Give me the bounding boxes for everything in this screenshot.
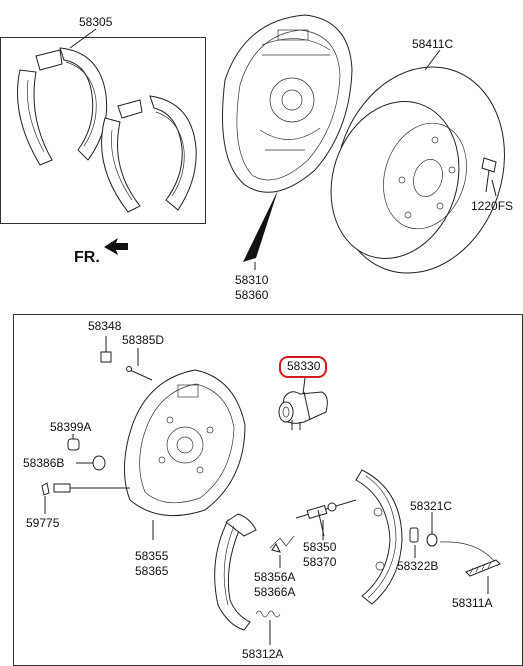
shoe-right [355,469,403,605]
part-label[interactable]: 58310 [235,273,269,287]
part-label[interactable]: 58366A [254,585,296,599]
part-label[interactable]: 58360 [235,288,269,302]
part-label[interactable]: 58322B [397,559,439,573]
shoe-pair-right [101,95,197,213]
part-label[interactable]: 58305 [79,15,113,29]
shoe-pair-left [17,47,108,166]
part-label[interactable]: 58350 [303,540,337,554]
backing-assembly-top [222,14,353,193]
retainer [409,527,438,547]
part-label[interactable]: 58370 [303,555,337,569]
shoe-kit-frame [0,37,206,224]
part-label[interactable]: 58311A [452,596,493,610]
part-label[interactable]: 59775 [26,516,60,530]
part-label[interactable]: 58365 [135,564,169,578]
part-label[interactable]: 58312A [242,647,284,661]
cap-58399A [67,438,80,451]
pin-58385D [126,366,153,381]
part-label[interactable]: 58411C [412,37,454,51]
part-label[interactable]: 58385D [122,333,165,347]
highlight-ring [279,356,327,378]
shoe-left [214,513,257,631]
direction-label: FR. [74,249,100,266]
part-label[interactable]: 58355 [135,549,169,563]
wheel-cylinder [278,391,328,430]
bushing-58386B [92,455,106,471]
adjuster [295,499,357,537]
bolt-58348 [100,344,112,363]
brake-drum [330,66,505,274]
plug-59775 [41,482,120,496]
backing-plate [124,369,246,517]
spring-kit [269,535,295,553]
part-label[interactable]: 58399A [50,420,92,434]
hub-bolt [481,157,497,193]
part-label[interactable]: 58321C [410,499,453,513]
spring-58312A [255,610,281,618]
part-label[interactable]: 58348 [88,319,122,333]
cable [439,541,501,577]
part-label[interactable]: 58386B [23,456,65,470]
pointer-wedge [243,190,278,262]
part-label[interactable]: 1220FS [471,199,514,213]
part-label[interactable]: 58330 [287,359,321,373]
part-label[interactable]: 58356A [254,570,296,584]
arrow-left-down-icon [104,238,128,255]
